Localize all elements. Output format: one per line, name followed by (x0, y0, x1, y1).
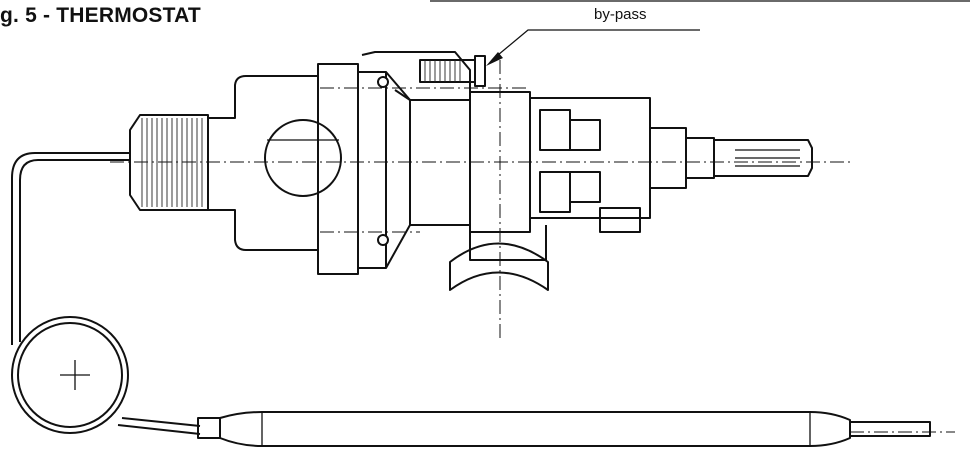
bypass-leader (486, 29, 700, 66)
bypass-callout-label: by-pass (594, 6, 647, 23)
valve-body (207, 63, 470, 275)
figure-title: g. 5 - THERMOSTAT (0, 4, 201, 27)
capillary-tube (11, 152, 130, 345)
bypass-screw-housing (361, 51, 486, 101)
sensing-bulb (197, 411, 931, 447)
control-spindle (649, 127, 813, 189)
centerlines (110, 60, 955, 433)
capillary-coil (11, 316, 201, 435)
gas-outlet-saddle (449, 225, 549, 291)
